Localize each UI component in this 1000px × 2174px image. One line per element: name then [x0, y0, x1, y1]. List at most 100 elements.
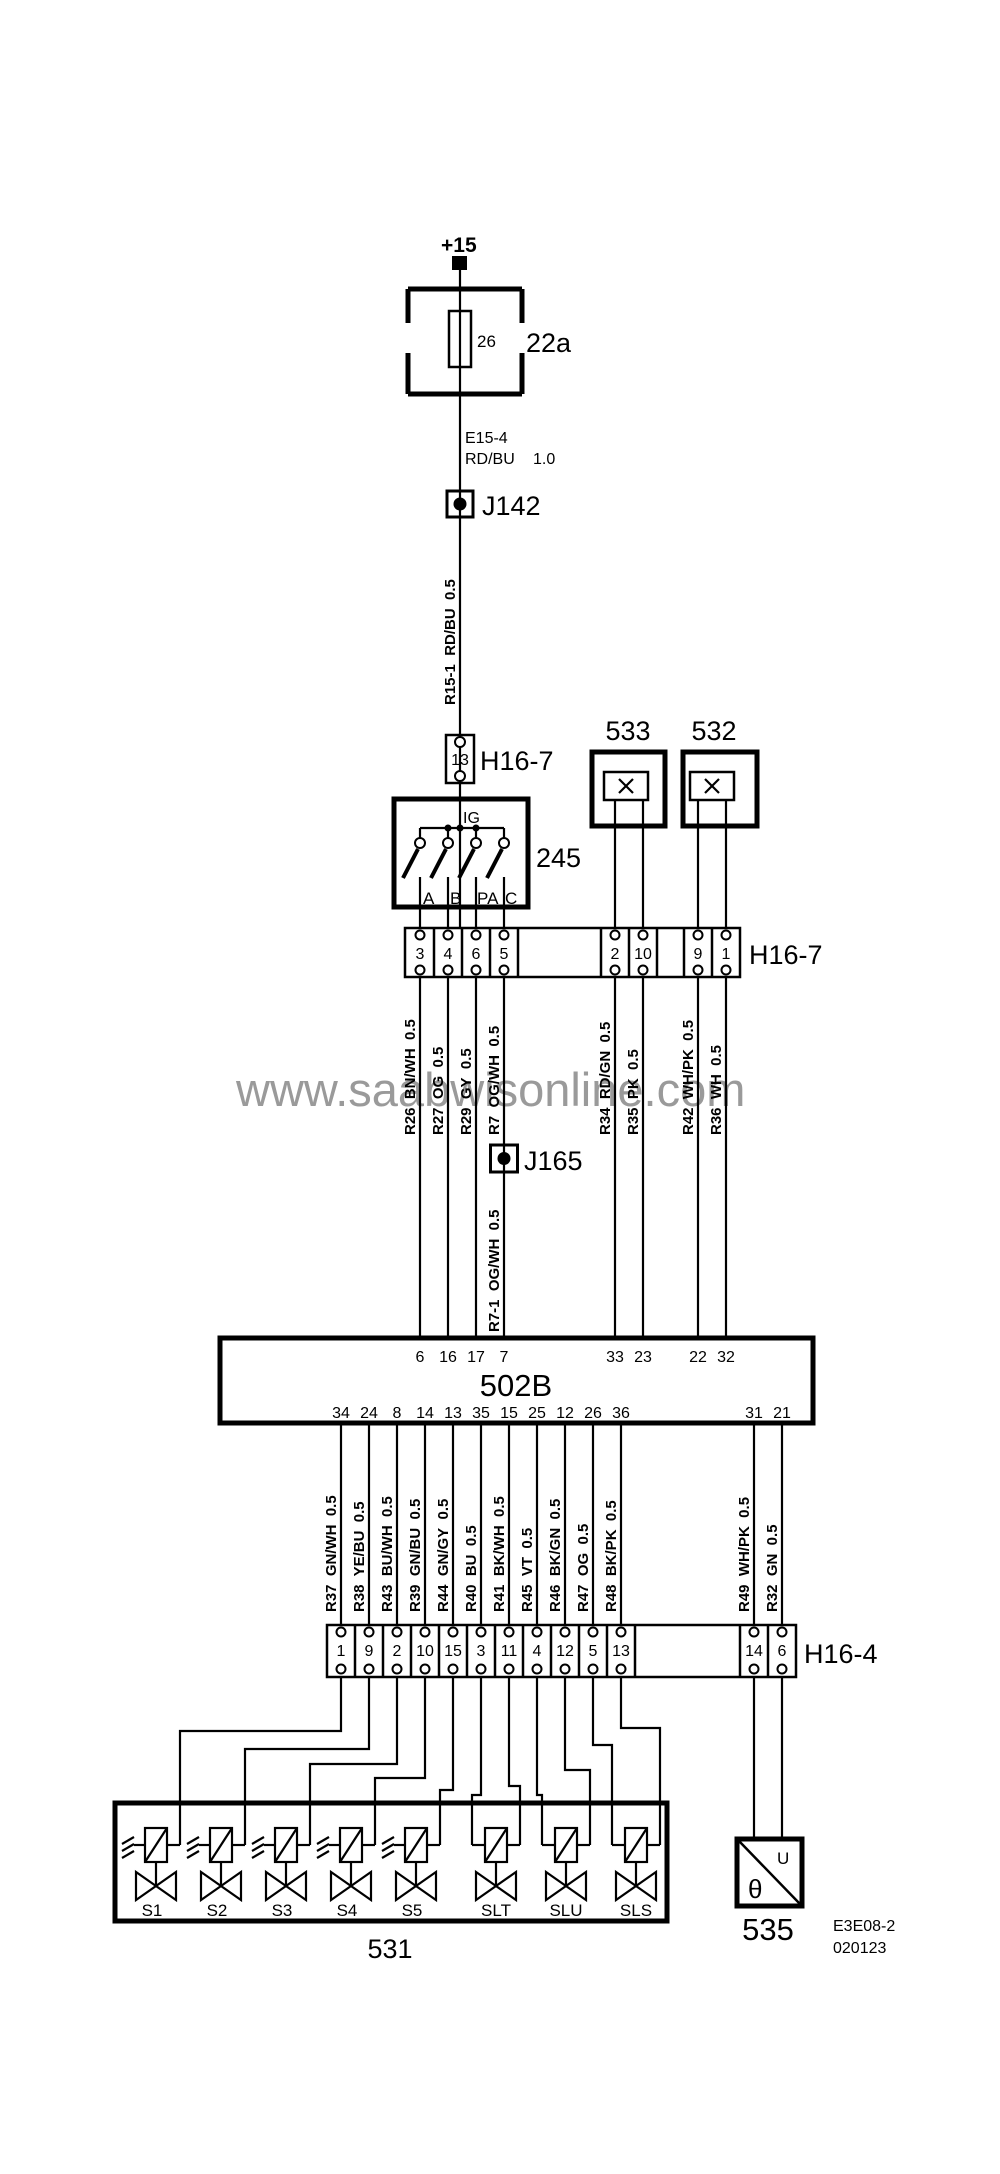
h16-4-pin: 11 — [501, 1643, 518, 1660]
wire-label-r15-1: R15-1 RD/BU 0.5 — [442, 579, 459, 705]
svg-text:14: 14 — [416, 1405, 434, 1422]
connector-strip-h16-4: 1 9 2 10 15 3 11 4 12 5 13 14 6 H16-4 — [325, 1623, 878, 1679]
svg-text:25: 25 — [528, 1405, 546, 1422]
sensor-diagonal — [738, 1840, 801, 1905]
solenoid-sls — [610, 1826, 662, 1902]
ecu-label: 502B — [480, 1368, 552, 1403]
svg-text:36: 36 — [612, 1405, 630, 1422]
wire-label-r35: R35 PK 0.5 — [625, 1049, 642, 1135]
splice-j142: J142 — [445, 489, 541, 521]
wire-label-r27: R27 OG 0.5 — [430, 1047, 447, 1135]
upper-wire-labels: R26 BN/WH 0.5 R27 OG 0.5 R29 GY 0.5 R7 O… — [402, 1019, 725, 1135]
h16-4-pin: 13 — [612, 1643, 630, 1660]
connector-h16-7-pin13: 13 H16-7 — [444, 733, 554, 785]
drawing-reference: E3E08-2 020123 — [833, 1918, 895, 1957]
box531-label: 531 — [367, 1934, 412, 1964]
sensor-u-symbol: U — [777, 1849, 789, 1868]
splice-dot — [497, 1152, 511, 1165]
svg-text:17: 17 — [467, 1349, 485, 1366]
wire-e15-4-id: E15-4 — [465, 430, 508, 447]
wire-e15-4-size: 1.0 — [533, 451, 555, 468]
wire-label-r44: R44 GN/GY 0.5 — [435, 1499, 452, 1612]
fuse-box-label: 22a — [526, 328, 572, 358]
wire-label-r41: R41 BK/WH 0.5 — [491, 1496, 508, 1612]
wire-label-r34: R34 RD/GN 0.5 — [597, 1022, 614, 1135]
svg-text:8: 8 — [393, 1405, 402, 1422]
svg-text:34: 34 — [332, 1405, 350, 1422]
svg-text:35: 35 — [472, 1405, 490, 1422]
supply-15: +15 — [441, 234, 477, 928]
drawing-date: 020123 — [833, 1940, 886, 1957]
control-module-502b: 502B 6 16 17 7 33 23 22 32 34 24 8 14 13… — [217, 1335, 816, 1426]
solenoid-box-531: S1 S2 S3 S4 S5 SLT SLU SLS — [112, 1800, 670, 1924]
fuse-number: 26 — [477, 332, 496, 351]
lamp-533-x-icon — [618, 778, 634, 794]
wire-label-r39: R39 GN/BU 0.5 — [407, 1499, 424, 1612]
h16-4-pin: 4 — [533, 1643, 542, 1660]
wire-label-r32: R32 GN 0.5 — [764, 1524, 781, 1612]
fuse-symbol — [447, 309, 473, 369]
wire-label-r46: R46 BK/GN 0.5 — [547, 1499, 564, 1612]
conn13-label: H16-7 — [480, 746, 554, 776]
solenoid-label-s3: S3 — [272, 1901, 293, 1920]
h16-4-pin: 9 — [365, 1643, 374, 1660]
solenoid-s1 — [120, 1826, 182, 1902]
svg-text:26: 26 — [584, 1405, 602, 1422]
ignition-switch-245: IG A B PA C 245 — [391, 796, 581, 910]
svg-text:31: 31 — [745, 1405, 763, 1422]
wire-label-r40: R40 BU 0.5 — [463, 1525, 480, 1612]
h16-7-pin: 4 — [444, 946, 453, 963]
pos-pa: PA — [477, 889, 499, 908]
wire-label-r48: R48 BK/PK 0.5 — [603, 1500, 620, 1612]
pos-c: C — [505, 889, 517, 908]
switch-taps — [418, 828, 506, 839]
svg-text:6: 6 — [416, 1349, 425, 1366]
h16-4-pin: 2 — [393, 1643, 402, 1660]
supply-label: +15 — [441, 234, 477, 257]
lamp-532-x-icon — [704, 778, 720, 794]
temp-sensor-535: U θ 535 — [734, 1836, 805, 1947]
h16-4-pin: 12 — [556, 1643, 574, 1660]
supply-terminal — [452, 256, 467, 270]
lamp-532-label: 532 — [691, 716, 736, 746]
lamp-533-label: 533 — [605, 716, 650, 746]
wire-label-r47: R47 OG 0.5 — [575, 1524, 592, 1612]
wire-label-r26: R26 BN/WH 0.5 — [402, 1019, 419, 1135]
h16-7-pin: 6 — [472, 946, 481, 963]
wire-label-r7-1: R7-1 OG/WH 0.5 — [486, 1209, 503, 1332]
svg-text:32: 32 — [717, 1349, 735, 1366]
wire-label-r29: R29 GY 0.5 — [458, 1048, 475, 1135]
ecu-top-pins: 6 16 17 7 33 23 22 32 — [416, 1349, 735, 1366]
strip-h16-4-label: H16-4 — [804, 1639, 878, 1669]
connector-strip-h16-7: 3 4 6 5 2 10 9 1 H16-7 — [403, 926, 823, 979]
solenoid-s5 — [380, 1826, 442, 1902]
lamp-532: 532 — [680, 716, 760, 928]
solenoid-label-s1: S1 — [142, 1901, 163, 1920]
svg-text:15: 15 — [500, 1405, 518, 1422]
h16-4-pin: 1 — [337, 1643, 346, 1660]
sensor535-label: 535 — [742, 1912, 794, 1947]
solenoid-s2 — [185, 1826, 247, 1902]
h16-7-pin: 1 — [722, 946, 731, 963]
wire-label-r37: R37 GN/WH 0.5 — [323, 1495, 340, 1612]
h16-4-pin: 3 — [477, 1643, 486, 1660]
solenoid-label-s5: S5 — [402, 1901, 423, 1920]
solenoid-s3 — [250, 1826, 312, 1902]
solenoid-label-s2: S2 — [207, 1901, 228, 1920]
conn13-pin: 13 — [451, 752, 469, 769]
wire-label-r7: R7 OG/WH 0.5 — [486, 1026, 503, 1135]
h16-4-pin: 14 — [745, 1643, 763, 1660]
watermark-text: www.saabwisonline.com — [235, 1063, 745, 1116]
h16-4-pin: 5 — [589, 1643, 598, 1660]
solenoid-label-slu: SLU — [549, 1901, 582, 1920]
switch-output-wires — [418, 877, 506, 928]
svg-text:21: 21 — [773, 1405, 791, 1422]
h16-7-pin: 9 — [694, 946, 703, 963]
wire-label-r36: R36 WH 0.5 — [708, 1045, 725, 1135]
solenoid-slu — [540, 1826, 592, 1902]
strip-h16-7-label: H16-7 — [749, 940, 823, 970]
h16-7-pin: 10 — [634, 946, 652, 963]
splice-j165: J165 — [489, 1143, 583, 1176]
wire-label-r45: R45 VT 0.5 — [519, 1528, 536, 1612]
